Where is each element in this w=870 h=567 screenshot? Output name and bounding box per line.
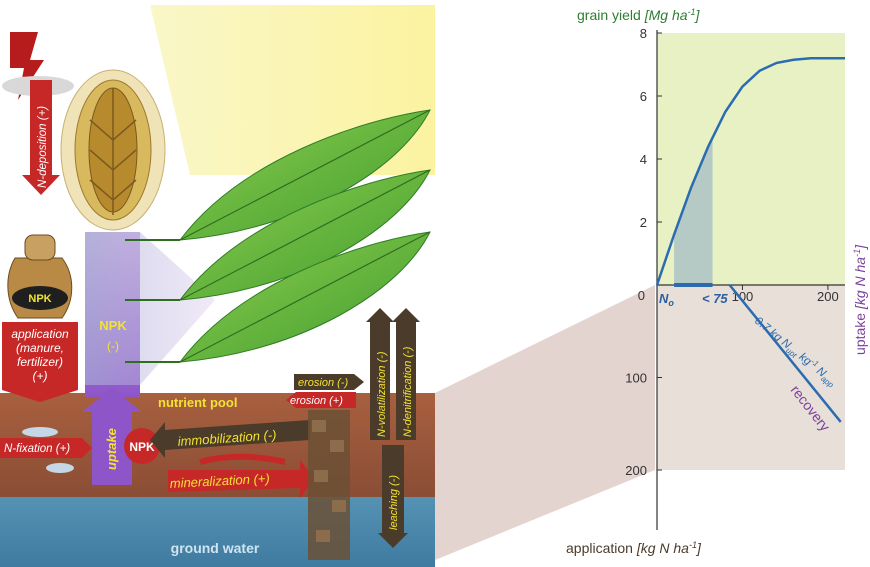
rhizobia-icon-2 <box>46 463 74 473</box>
erosion-plus-arrow <box>286 392 356 408</box>
application-label-2: (manure, <box>16 341 64 355</box>
application-axis-label: application [kg N ha-1] <box>566 540 702 556</box>
grain-yield-axis-label: grain yield [Mg ha-1] <box>577 7 701 23</box>
leaf-icons <box>125 109 431 363</box>
erosion-minus-arrow <box>294 374 364 390</box>
y-tick-label-top-8: 8 <box>640 26 647 41</box>
soil-column-icon <box>308 410 350 560</box>
ground-water-label: ground water <box>171 540 260 556</box>
n-fixation-label: N-fixation (+) <box>4 443 70 455</box>
erosion-plus-label: erosion (+) <box>290 395 343 407</box>
uptake-axis-label: uptake [kg N ha-1] <box>852 244 868 355</box>
n-denitrification-label: N-denitrification (-) <box>402 346 414 437</box>
leaching-label: leaching (-) <box>388 475 400 530</box>
application-label-1: application <box>11 327 69 341</box>
mineralization-arrow <box>168 470 300 492</box>
rhizobia-icon <box>22 427 58 437</box>
recovery-line <box>728 284 842 423</box>
centipede-icon <box>199 453 286 465</box>
wheat-ear-icon <box>60 69 166 231</box>
y-tick-label-bottom-200: 200 <box>625 463 647 478</box>
application-label-4: (+) <box>33 369 48 383</box>
zero-label: 0 <box>638 288 645 303</box>
immobilization-arrow <box>165 420 310 450</box>
erosion-minus-label: erosion (-) <box>298 377 348 389</box>
n-volatilization-label: N-volatilization (-) <box>376 351 388 437</box>
n-deposition-arrowhead <box>22 175 60 195</box>
npk-circle-label: NPK <box>129 440 155 454</box>
x-tick-label-200: 200 <box>817 289 839 304</box>
npk-flow-sign: (-) <box>107 339 119 353</box>
y-tick-label-top-6: 6 <box>640 89 647 104</box>
uptake-funnel <box>85 232 215 385</box>
n-fixation-arrow <box>0 438 92 458</box>
application-label-3: fertilizer) <box>17 355 63 369</box>
y-tick-label-bottom-100: 100 <box>625 371 647 386</box>
application-arrow <box>2 322 78 390</box>
application-arrowhead <box>2 390 78 402</box>
immobilization-label: immobilization (-) <box>177 427 277 449</box>
y-tick-label-top-4: 4 <box>640 152 647 167</box>
leaching-arrowhead <box>378 533 408 548</box>
groundwater-layer <box>0 497 435 567</box>
bottom-panel-background <box>657 285 845 470</box>
mineralization-label: mineralization (+) <box>169 471 270 491</box>
nutrient-pool-label: nutrient pool <box>158 395 237 410</box>
npk-circle <box>124 428 160 464</box>
n-deposition-arrow <box>30 80 52 175</box>
uptake-label: uptake <box>104 428 119 470</box>
n-denitrification-arrowhead <box>392 308 420 322</box>
yield-curve <box>655 56 845 286</box>
y-tick-label-top-2: 2 <box>640 215 647 230</box>
mineralization-arrowhead <box>300 460 315 498</box>
lt75-label: < 75 <box>702 291 728 306</box>
n-volatilization-arrow <box>370 320 390 440</box>
immobilization-arrowhead <box>150 422 165 458</box>
connector-wedge <box>435 285 655 560</box>
shaded-range <box>674 137 713 285</box>
n-deposition-label: N-deposition (+) <box>37 106 49 188</box>
fertilizer-bag-icon <box>7 234 73 319</box>
uptake-arrowhead <box>82 388 142 412</box>
leaching-arrow <box>382 445 404 533</box>
n-denitrification-arrow <box>396 320 416 440</box>
npk-flow-label: NPK <box>99 318 127 333</box>
bag-npk-label: NPK <box>28 293 51 305</box>
n-volatilization-arrowhead <box>366 308 394 322</box>
no-label: No <box>659 291 674 308</box>
lightning-icon <box>10 32 44 100</box>
